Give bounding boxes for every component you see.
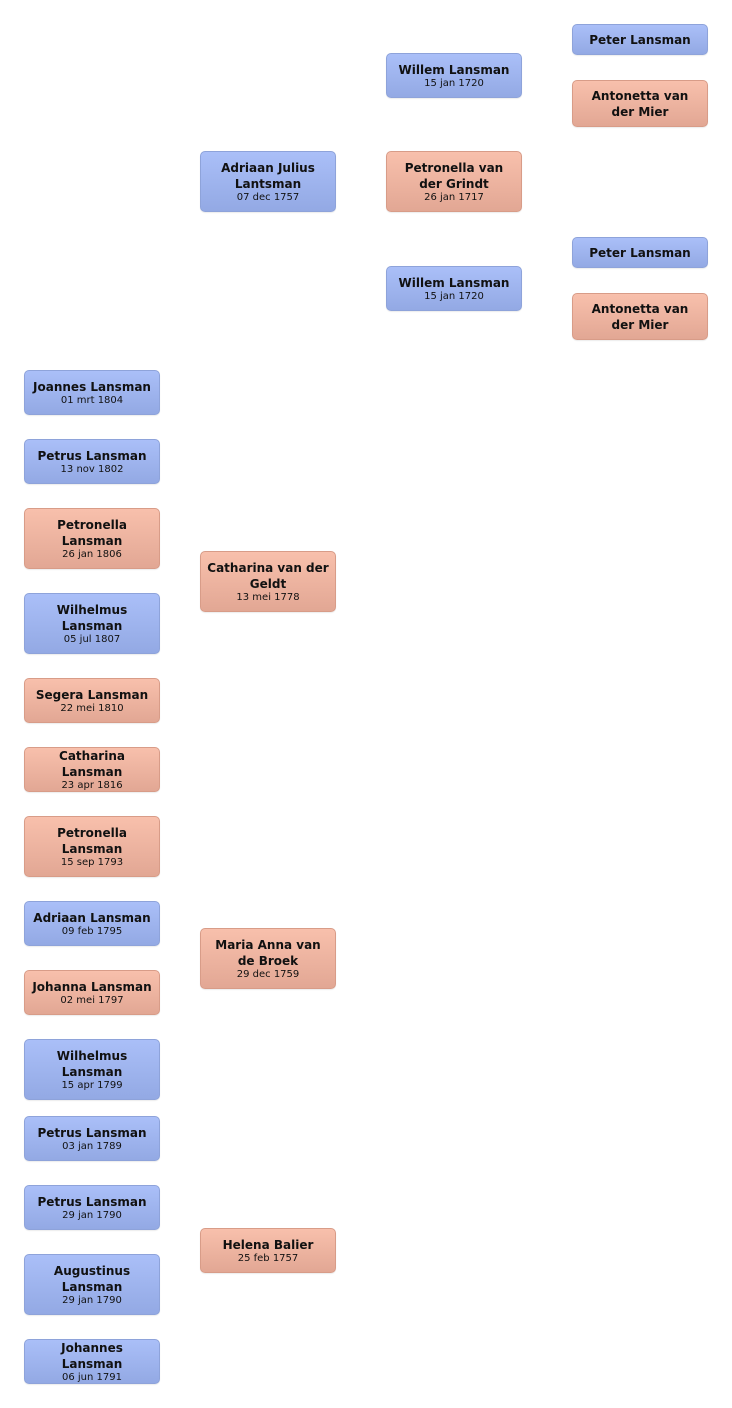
- person-name: Adriaan Julius Lantsman: [221, 160, 315, 191]
- person-card-peter-lansman-1[interactable]: Peter Lansman: [572, 24, 708, 55]
- person-date: 29 dec 1759: [236, 968, 300, 980]
- person-card-johanna-lansman[interactable]: Johanna Lansman 02 mei 1797: [24, 970, 160, 1015]
- person-name: Johanna Lansman: [32, 979, 152, 994]
- person-name: Wilhelmus Lansman: [56, 1048, 128, 1079]
- person-card-helena-balier[interactable]: Helena Balier 25 feb 1757: [200, 1228, 336, 1273]
- person-card-adriaan-julius-lantsman[interactable]: Adriaan Julius Lantsman 07 dec 1757: [200, 151, 336, 212]
- person-date: 13 nov 1802: [60, 463, 124, 475]
- person-name: Johannes Lansman: [61, 1340, 123, 1371]
- person-card-peter-lansman-2[interactable]: Peter Lansman: [572, 237, 708, 268]
- person-card-catharina-van-der-geldt[interactable]: Catharina van der Geldt 13 mei 1778: [200, 551, 336, 612]
- person-card-segera-lansman[interactable]: Segera Lansman 22 mei 1810: [24, 678, 160, 723]
- person-date: 26 jan 1717: [424, 191, 484, 203]
- person-date: 13 mei 1778: [236, 591, 300, 603]
- person-card-adriaan-lansman[interactable]: Adriaan Lansman 09 feb 1795: [24, 901, 160, 946]
- person-name: Petrus Lansman: [37, 1194, 147, 1209]
- person-name: Augustinus Lansman: [53, 1263, 131, 1294]
- person-date: 15 sep 1793: [60, 856, 124, 868]
- person-card-wilhelmus-lansman-1799[interactable]: Wilhelmus Lansman 15 apr 1799: [24, 1039, 160, 1100]
- person-name: Willem Lansman: [398, 275, 510, 290]
- person-card-petronella-lansman-1806[interactable]: Petronella Lansman 26 jan 1806: [24, 508, 160, 569]
- person-date: 09 feb 1795: [61, 925, 123, 937]
- person-card-antonetta-van-der-mier-1[interactable]: Antonetta van der Mier: [572, 80, 708, 127]
- person-name: Catharina van der Geldt: [207, 560, 329, 591]
- person-date: 07 dec 1757: [236, 191, 300, 203]
- person-name: Peter Lansman: [589, 245, 691, 260]
- person-card-willem-lansman-2[interactable]: Willem Lansman 15 jan 1720: [386, 266, 522, 311]
- person-date: 23 apr 1816: [61, 779, 123, 791]
- person-name: Petronella Lansman: [57, 517, 127, 548]
- person-date: 22 mei 1810: [60, 702, 124, 714]
- person-card-antonetta-van-der-mier-2[interactable]: Antonetta van der Mier: [572, 293, 708, 340]
- person-date: 05 jul 1807: [63, 633, 121, 645]
- person-name: Maria Anna van de Broek: [215, 937, 321, 968]
- person-date: 06 jun 1791: [62, 1371, 122, 1383]
- person-name: Petronella Lansman: [57, 825, 127, 856]
- person-name: Catharina Lansman: [59, 748, 125, 779]
- person-name: Antonetta van der Mier: [591, 88, 689, 119]
- person-name: Adriaan Lansman: [33, 910, 151, 925]
- person-name: Segera Lansman: [35, 687, 149, 702]
- person-date: 25 feb 1757: [237, 1252, 299, 1264]
- person-date: 03 jan 1789: [62, 1140, 122, 1152]
- person-card-maria-anna-van-de-broek[interactable]: Maria Anna van de Broek 29 dec 1759: [200, 928, 336, 989]
- person-date: 02 mei 1797: [60, 994, 124, 1006]
- person-card-catharina-lansman[interactable]: Catharina Lansman 23 apr 1816: [24, 747, 160, 792]
- person-card-petronella-van-der-grindt[interactable]: Petronella van der Grindt 26 jan 1717: [386, 151, 522, 212]
- person-date: 01 mrt 1804: [60, 394, 124, 406]
- person-card-petronella-lansman-1793[interactable]: Petronella Lansman 15 sep 1793: [24, 816, 160, 877]
- person-name: Willem Lansman: [398, 62, 510, 77]
- person-card-petrus-lansman-1802[interactable]: Petrus Lansman 13 nov 1802: [24, 439, 160, 484]
- person-name: Peter Lansman: [589, 32, 691, 47]
- person-card-joannes-lansman[interactable]: Joannes Lansman 01 mrt 1804: [24, 370, 160, 415]
- person-card-petrus-lansman-1790[interactable]: Petrus Lansman 29 jan 1790: [24, 1185, 160, 1230]
- person-card-wilhelmus-lansman-1807[interactable]: Wilhelmus Lansman 05 jul 1807: [24, 593, 160, 654]
- person-card-petrus-lansman-1789[interactable]: Petrus Lansman 03 jan 1789: [24, 1116, 160, 1161]
- person-date: 15 jan 1720: [424, 77, 484, 89]
- person-date: 29 jan 1790: [62, 1209, 122, 1221]
- person-name: Petrus Lansman: [37, 448, 147, 463]
- person-card-augustinus-lansman[interactable]: Augustinus Lansman 29 jan 1790: [24, 1254, 160, 1315]
- person-name: Wilhelmus Lansman: [56, 602, 128, 633]
- person-name: Petrus Lansman: [37, 1125, 147, 1140]
- person-name: Petronella van der Grindt: [404, 160, 504, 191]
- person-name: Joannes Lansman: [33, 379, 151, 394]
- person-date: 15 apr 1799: [61, 1079, 123, 1091]
- person-card-johannes-lansman[interactable]: Johannes Lansman 06 jun 1791: [24, 1339, 160, 1384]
- person-card-willem-lansman-1[interactable]: Willem Lansman 15 jan 1720: [386, 53, 522, 98]
- person-date: 15 jan 1720: [424, 290, 484, 302]
- person-name: Helena Balier: [222, 1237, 314, 1252]
- person-name: Antonetta van der Mier: [591, 301, 689, 332]
- person-date: 29 jan 1790: [62, 1294, 122, 1306]
- person-date: 26 jan 1806: [62, 548, 122, 560]
